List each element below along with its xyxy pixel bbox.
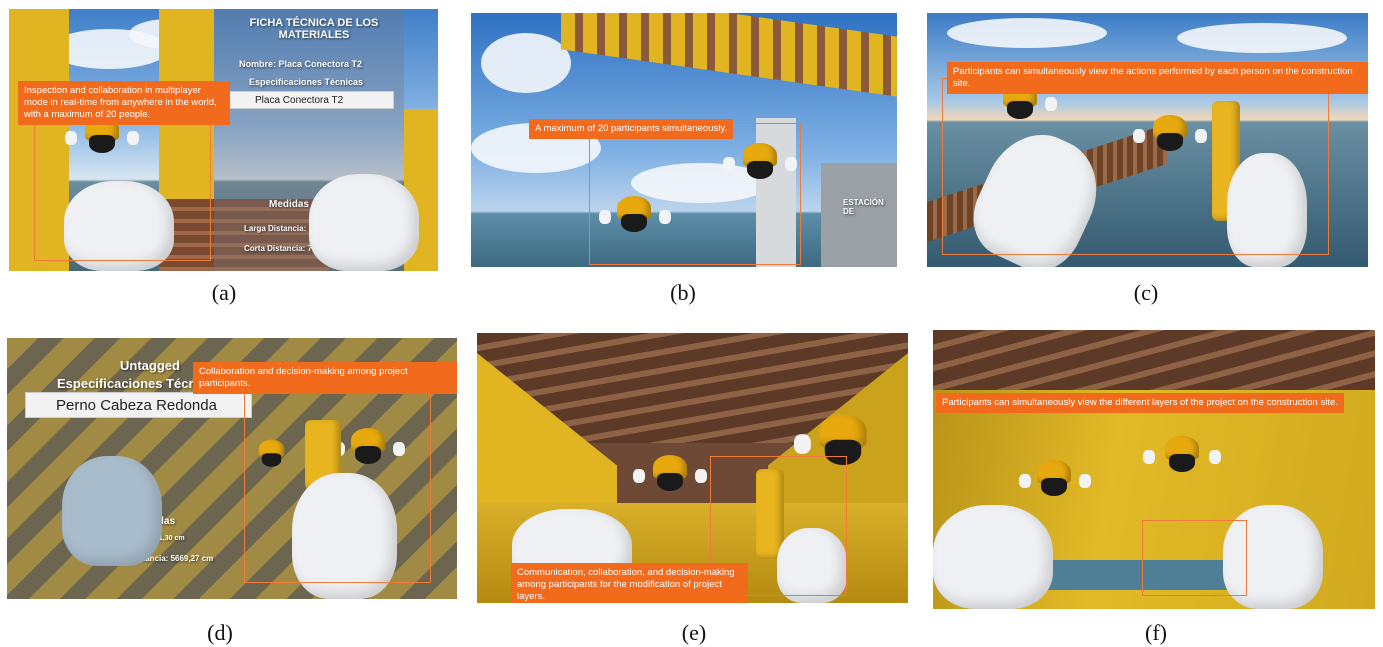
caption-c: (c) — [1133, 280, 1159, 305]
right-hand[interactable] — [292, 473, 397, 599]
highlight-frame — [244, 378, 431, 583]
glove-icon — [633, 469, 645, 483]
glove-icon — [785, 157, 797, 171]
participant-avatar[interactable] — [599, 196, 671, 238]
left-hand[interactable] — [64, 181, 174, 271]
glove-icon — [393, 442, 405, 456]
panel-f: Participants can simultaneously view the… — [933, 330, 1375, 609]
visor-icon — [824, 439, 862, 465]
glove-icon — [1019, 474, 1031, 488]
glove-icon — [1133, 129, 1145, 143]
visor-icon — [355, 446, 381, 464]
panel-c: Participants can simultaneously view the… — [927, 13, 1368, 267]
glove-icon — [127, 131, 139, 145]
gray-column — [756, 118, 796, 267]
panel-e: Communication, collaboration, and decisi… — [477, 333, 908, 603]
board-short-distance: Corta Distancia: 7 — [244, 244, 313, 253]
visor-icon — [261, 453, 282, 467]
glove-icon — [1079, 474, 1091, 488]
participant-avatar[interactable] — [1019, 460, 1091, 502]
board-name-line: Nombre: Placa Conectora T2 — [239, 59, 363, 69]
participant-avatar[interactable] — [1143, 436, 1221, 478]
station-sign: ESTACIÓN DE — [843, 198, 884, 216]
highlight-frame — [589, 123, 801, 265]
glove-icon — [1143, 450, 1155, 464]
panel-a: FICHA TÉCNICA DE LOS MATERIALES Nombre: … — [9, 9, 438, 271]
panel-d-callout: Collaboration and decision-making among … — [193, 362, 457, 394]
visor-icon — [1157, 133, 1183, 151]
steel-beam — [9, 9, 69, 271]
inspection-tool[interactable] — [756, 469, 784, 559]
glove-icon — [65, 131, 77, 145]
caption-f: (f) — [1145, 620, 1167, 645]
cloud — [481, 33, 571, 93]
left-hand[interactable] — [933, 505, 1053, 609]
visor-icon — [1169, 454, 1195, 472]
participant-avatar[interactable] — [1133, 115, 1207, 157]
board-spec-heading: Especificaciones Técnicas — [57, 376, 222, 391]
right-hand[interactable] — [309, 174, 419, 271]
left-hand[interactable] — [62, 456, 162, 566]
glove-icon — [1045, 97, 1057, 111]
panel-c-callout: Participants can simultaneously view the… — [947, 62, 1368, 94]
caption-d: (d) — [207, 620, 233, 645]
visor-icon — [657, 473, 683, 491]
glove-icon — [599, 210, 611, 224]
glove-icon — [695, 469, 707, 483]
visor-icon — [621, 214, 647, 232]
participant-avatar[interactable] — [633, 455, 707, 497]
steel-floor-gap — [1043, 560, 1243, 590]
visor-icon — [1041, 478, 1067, 496]
right-hand[interactable] — [1227, 153, 1307, 267]
board-title: FICHA TÉCNICA DE LOS MATERIALES — [249, 17, 379, 41]
board-long-distance: Larga Distancia: 11,30 cm — [244, 224, 342, 233]
participant-avatar[interactable] — [333, 428, 405, 470]
stair-steps — [159, 199, 329, 271]
material-name-field[interactable]: Perno Cabeza Redonda — [25, 392, 252, 418]
right-hand[interactable] — [1223, 505, 1323, 609]
glove-icon — [723, 157, 735, 171]
panel-e-callout: Communication, collaboration, and decisi… — [511, 563, 748, 603]
gray-column — [821, 163, 897, 267]
board-short-distance: Corta Distancia: 5669,27 cm — [107, 554, 214, 563]
panel-d: Untagged Especificaciones Técnicas Perno… — [7, 338, 457, 599]
panel-a-callout: Inspection and collaboration in multipla… — [18, 81, 230, 125]
highlight-frame — [710, 456, 847, 596]
visor-icon — [89, 135, 115, 153]
participant-avatar[interactable] — [723, 143, 797, 185]
highlight-frame — [942, 78, 1329, 255]
right-hand[interactable] — [777, 528, 847, 603]
caption-a: (a) — [211, 280, 237, 305]
participant-avatar[interactable] — [794, 414, 873, 474]
glove-icon — [794, 434, 811, 454]
cloud — [947, 18, 1107, 48]
board-measures-heading: Medidas — [269, 199, 310, 210]
caption-e: (e) — [681, 620, 707, 645]
glove-icon — [1209, 450, 1221, 464]
glove-icon — [1195, 129, 1207, 143]
panel-b-callout: A maximum of 20 participants simultaneou… — [529, 119, 734, 139]
visor-icon — [747, 161, 773, 179]
highlight-frame — [1142, 520, 1247, 596]
visor-icon — [1007, 101, 1033, 119]
caption-b: (b) — [670, 280, 696, 305]
cloud — [1177, 23, 1347, 53]
panel-f-callout: Participants can simultaneously view the… — [936, 393, 1344, 413]
board-spec-heading: Especificaciones Técnicas — [249, 77, 364, 87]
board-tag: Untagged — [120, 358, 180, 373]
material-name-field[interactable]: Placa Conectora T2 — [224, 91, 394, 109]
glove-icon — [659, 210, 671, 224]
participant-avatar[interactable] — [256, 439, 285, 467]
panel-b: ESTACIÓN DE A maximum of 20 participants… — [471, 13, 897, 267]
